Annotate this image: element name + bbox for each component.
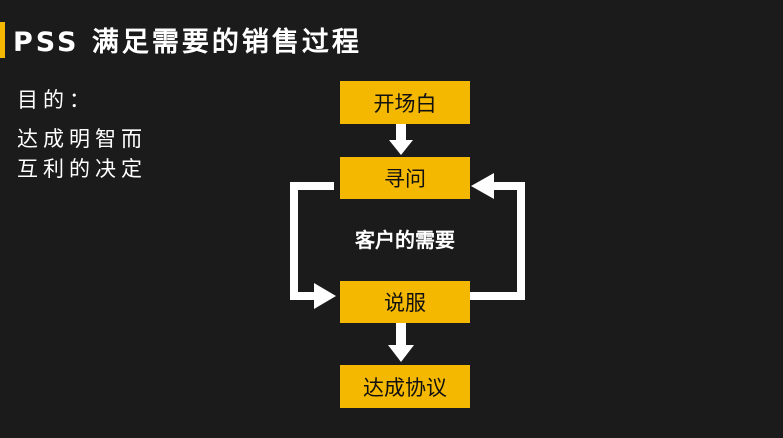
- step-agreement: 达成协议: [340, 365, 470, 408]
- step-inquiry: 寻问: [340, 157, 470, 199]
- step-opening: 开场白: [340, 81, 470, 124]
- loop-arrow-left: [290, 182, 336, 309]
- loop-arrow-right: [470, 173, 525, 300]
- title-accent-bar: [0, 22, 5, 58]
- arrow-down-1: [389, 124, 413, 155]
- purpose-line-2: 互利的决定: [17, 157, 147, 181]
- arrow-down-2: [388, 323, 414, 362]
- customer-needs-label: 客户的需要: [355, 228, 455, 252]
- purpose-text: 达成明智而 互利的决定: [17, 124, 177, 184]
- purpose-line-1: 达成明智而: [17, 127, 147, 151]
- purpose-label: 目的：: [17, 88, 95, 112]
- page-title: PSS 满足需要的销售过程: [13, 27, 362, 58]
- step-persuasion: 说服: [340, 281, 470, 323]
